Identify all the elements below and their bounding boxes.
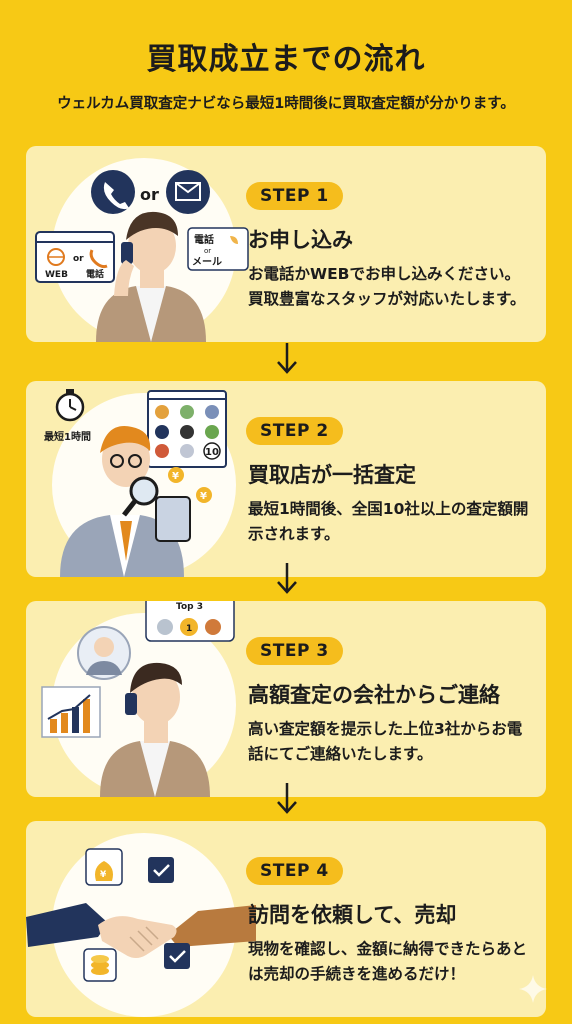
svg-text:¥: ¥ [200, 491, 207, 502]
step-4-illustration: ¥ [26, 848, 256, 982]
web-window-icon: or WEB 電話 [35, 231, 115, 283]
down-arrow-icon [277, 563, 297, 594]
money-bag-bubble: ¥ [85, 848, 123, 886]
step-3-description: 高い査定額を提示した上位3社からお電話にてご連絡いたします。 [248, 720, 523, 763]
bar-chart-icon [41, 686, 101, 738]
speech-bubble: 電話 or メール [187, 227, 249, 271]
stopwatch-icon [55, 389, 85, 422]
svg-text:WEB: WEB [45, 270, 68, 280]
svg-text:電話: 電話 [86, 268, 104, 280]
svg-text:or: or [73, 254, 84, 264]
step-2-heading: 買取店が一括査定 [248, 463, 416, 487]
down-arrow-icon [277, 783, 297, 814]
svg-text:¥: ¥ [100, 870, 107, 880]
step-1-heading: お申し込み [248, 228, 353, 252]
handshake-icon [26, 903, 256, 958]
phone-icon [91, 170, 135, 214]
person-on-phone [100, 662, 210, 797]
sparkle-icon [519, 975, 547, 1003]
step-1-illustration: or or WEB 電話 電話 or [35, 170, 249, 342]
page-title: 買取成立までの流れ [146, 42, 426, 77]
person-calling [96, 211, 206, 342]
svg-text:10: 10 [205, 447, 219, 458]
step-1-card: or or WEB 電話 電話 or [26, 146, 546, 342]
step-4-badge: STEP 4 [246, 857, 343, 885]
check-icon [164, 943, 190, 969]
avatar-circle [77, 626, 131, 680]
svg-text:Top 3: Top 3 [176, 602, 203, 612]
yen-coin-icon: ¥ ¥ [168, 467, 212, 503]
step-4-heading: 訪問を依頼して、売却 [248, 903, 457, 927]
step-2-illustration: 最短1時間 10 ¥ ¥ [44, 389, 227, 577]
company-list-window: 10 [147, 390, 227, 468]
top3-medals-bubble: Top 3 1 [145, 601, 235, 642]
step-3-badge: STEP 3 [246, 637, 343, 665]
svg-text:電話: 電話 [194, 233, 214, 246]
businessman-with-magnifier [60, 426, 191, 577]
step-2-description: 最短1時間後、全国10社以上の査定額開示されます。 [248, 500, 529, 543]
step-1-badge: STEP 1 [246, 182, 343, 210]
step-4-card: ¥ STEP 4 訪問を依頼して、売却 現物を確認し、金額に納得できたらあとは売… [26, 821, 546, 1017]
step-4-description: 現物を確認し、金額に納得できたらあとは売却の手続きを進めるだけ！ [248, 940, 528, 983]
svg-text:or: or [204, 247, 211, 255]
or-label: or [140, 185, 159, 204]
step-3-illustration: Top 3 1 [41, 601, 235, 797]
step-3-heading: 高額査定の会社からご連絡 [248, 683, 500, 707]
svg-text:1: 1 [186, 624, 192, 634]
svg-text:¥: ¥ [172, 471, 179, 482]
step-2-badge: STEP 2 [246, 417, 343, 445]
mail-icon [166, 170, 210, 214]
check-icon [148, 857, 174, 883]
coins-bubble [83, 948, 117, 982]
page-subtitle: ウェルカム買取査定ナビなら最短1時間後に買取査定額が分かります。 [57, 96, 515, 112]
down-arrow-icon [277, 343, 297, 374]
timer-label: 最短1時間 [44, 430, 91, 443]
svg-text:メール: メール [192, 256, 222, 268]
step-3-card: Top 3 1 STEP 3 高額査定の会社からご連 [26, 601, 546, 797]
step-2-card: 最短1時間 10 ¥ ¥ [26, 381, 546, 577]
step-1-description: お電話かWEBでお申し込みください。買取豊富なスタッフが対応いたします。 [248, 265, 526, 308]
